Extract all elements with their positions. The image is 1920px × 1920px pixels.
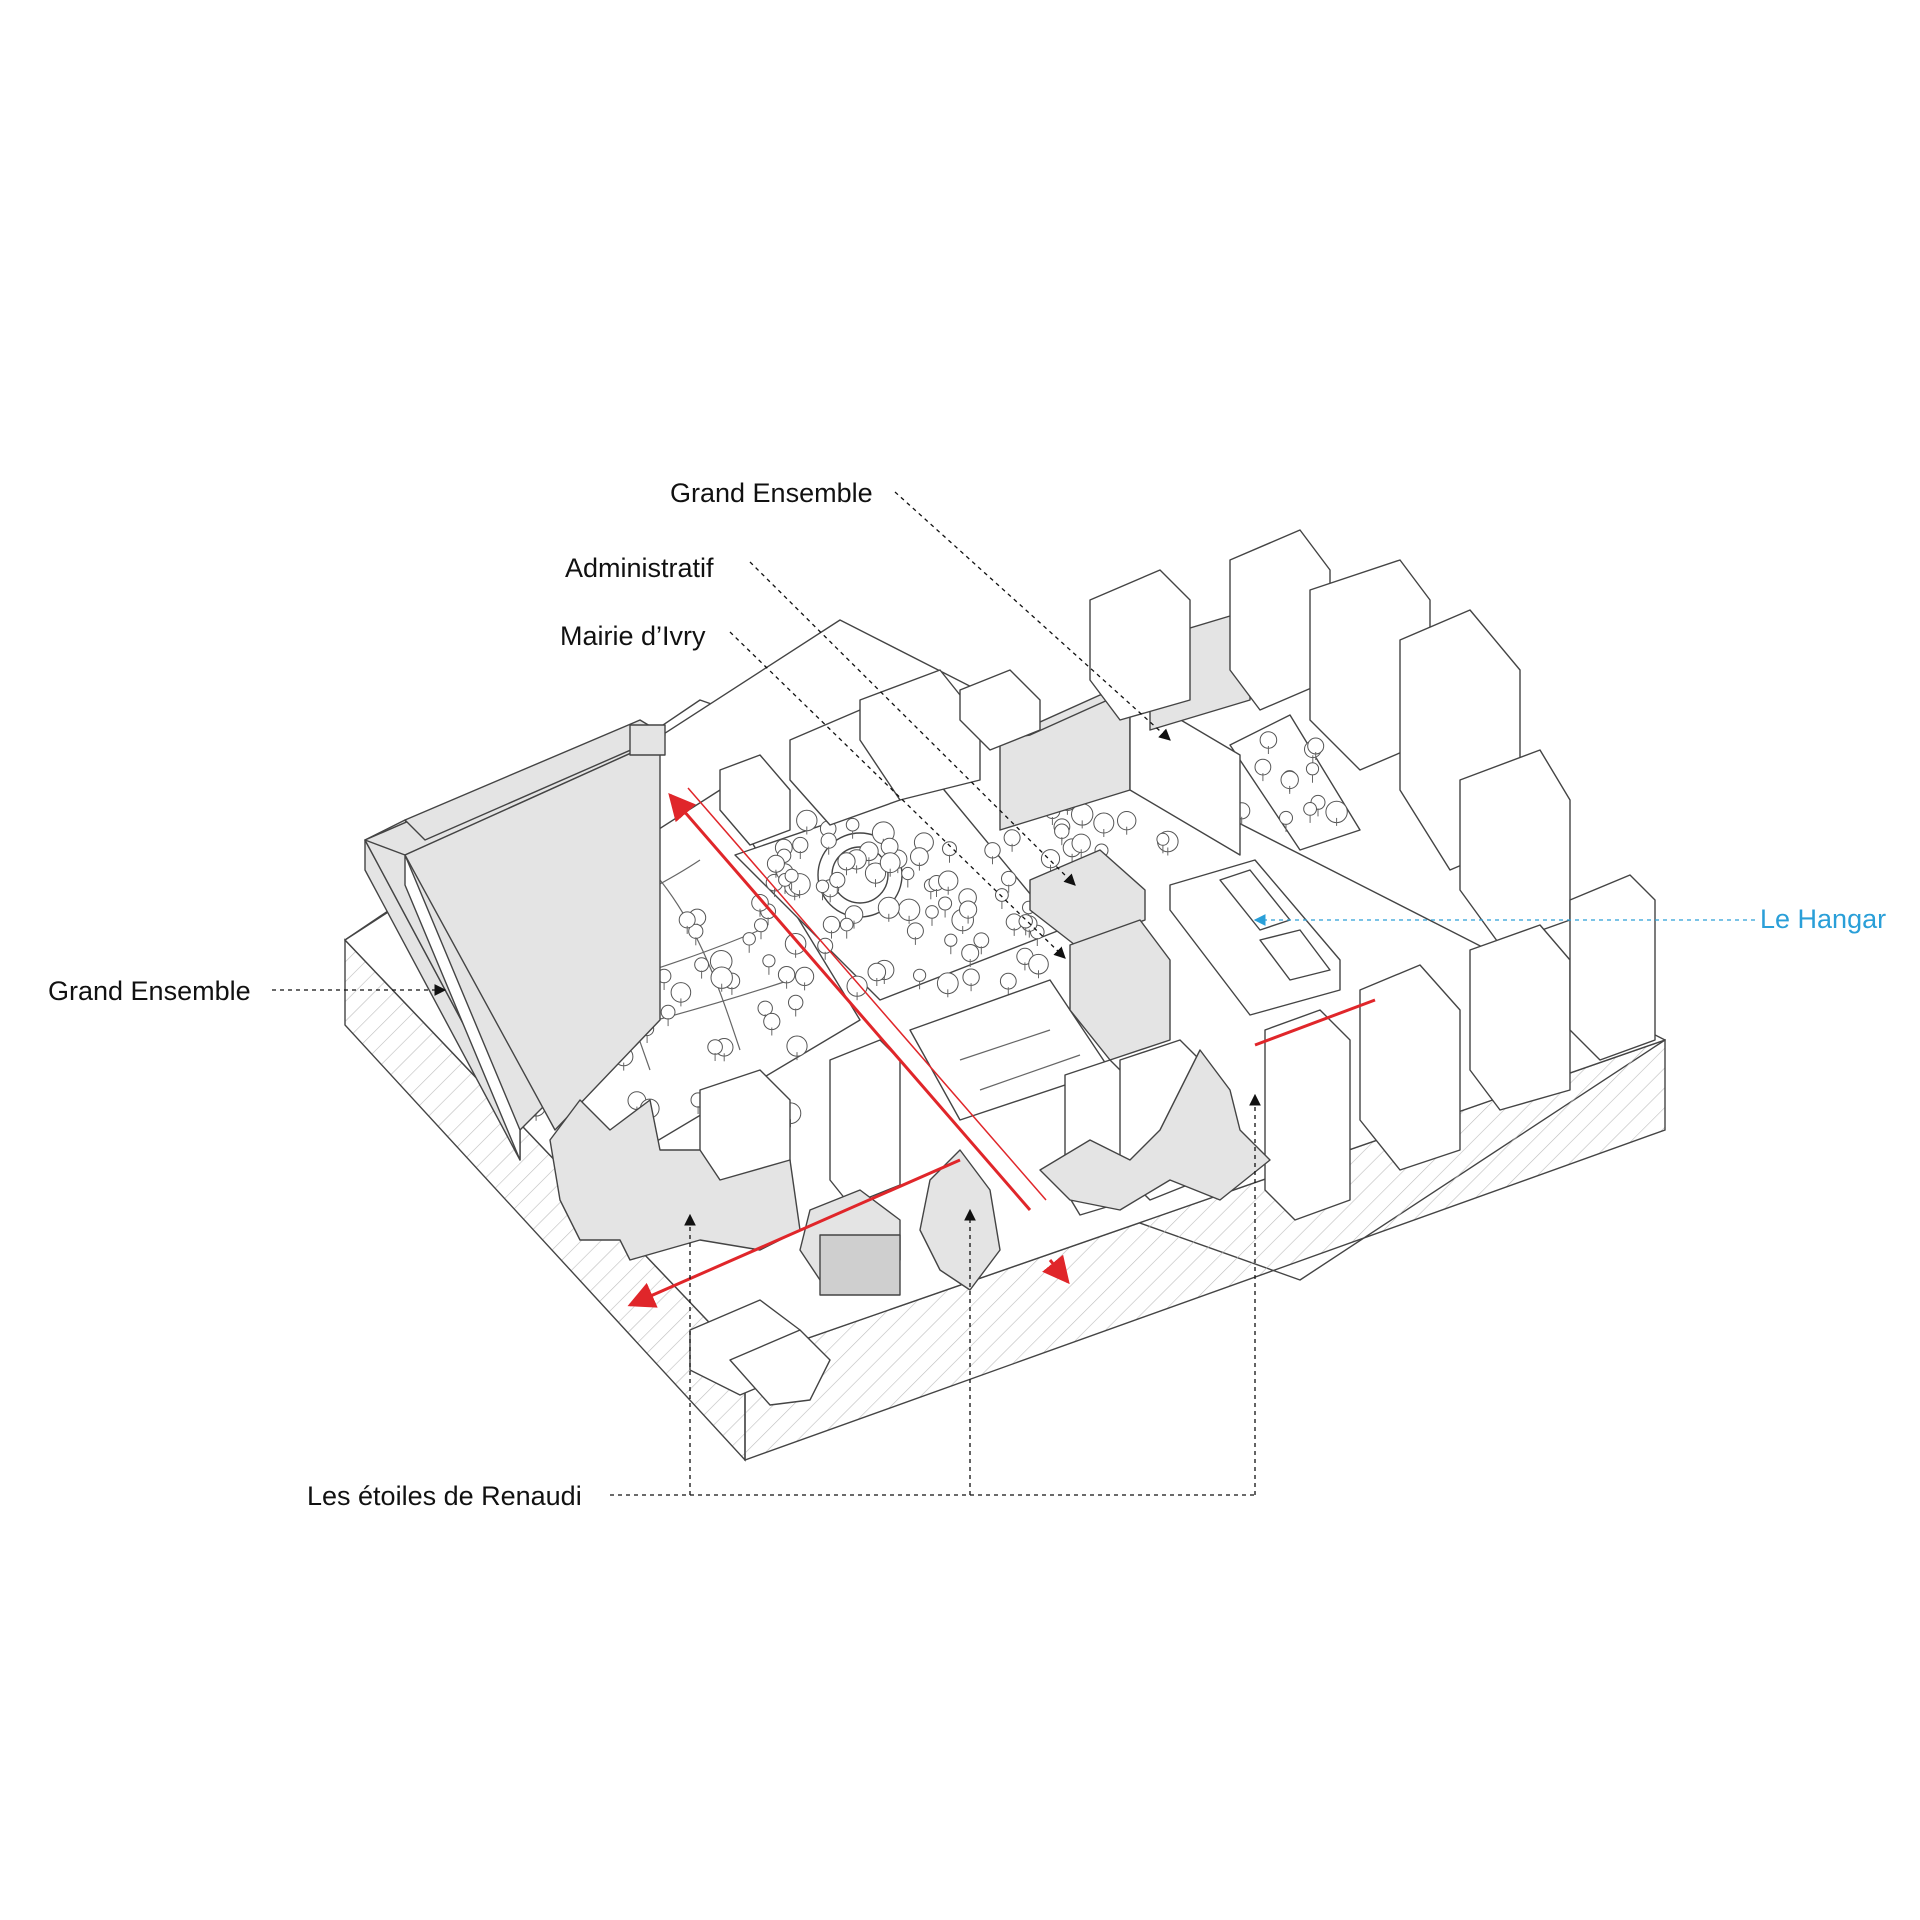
tree xyxy=(788,994,804,1011)
tree xyxy=(1003,829,1021,847)
leader-lines xyxy=(272,491,1755,1496)
tree xyxy=(792,836,809,854)
tree xyxy=(742,932,756,946)
tree xyxy=(1156,832,1170,846)
route-north-south xyxy=(668,792,1032,1211)
tree xyxy=(901,866,915,881)
tree xyxy=(845,817,860,832)
tree xyxy=(820,832,837,849)
leader-mairie xyxy=(729,631,1066,959)
tree xyxy=(961,944,980,962)
tree xyxy=(1303,802,1317,816)
tree xyxy=(1001,870,1017,887)
tree xyxy=(1279,810,1293,825)
building-front-left xyxy=(689,1299,831,1406)
label-le-hangar: Le Hangar xyxy=(1760,904,1886,934)
tree xyxy=(822,915,841,934)
tree xyxy=(938,896,953,911)
tree xyxy=(999,972,1017,990)
tree xyxy=(1305,762,1320,776)
tree xyxy=(839,917,854,932)
tree xyxy=(815,879,830,893)
tree xyxy=(1054,823,1070,839)
tree xyxy=(784,868,799,883)
etoiles-de-renaudi-east xyxy=(1039,1049,1271,1211)
building-cluster-top-right xyxy=(1089,529,1571,946)
route-east xyxy=(1254,998,1376,1047)
tree xyxy=(906,922,924,940)
tree xyxy=(763,1012,781,1031)
red-routes xyxy=(627,787,1376,1308)
tree xyxy=(913,968,927,982)
building-cluster-top xyxy=(719,669,1041,846)
label-grand-ensemble-top: Grand Ensemble xyxy=(670,478,873,508)
tree xyxy=(995,888,1009,902)
tree xyxy=(777,966,796,984)
tree xyxy=(973,932,990,949)
label-grand-ensemble-left: Grand Ensemble xyxy=(48,976,251,1006)
tree xyxy=(925,905,939,919)
parking-area xyxy=(909,979,1111,1121)
building-administratif xyxy=(1029,849,1171,1061)
tree xyxy=(984,842,1001,859)
tree xyxy=(1254,758,1272,776)
tree xyxy=(942,841,957,857)
route-south-west xyxy=(627,1158,961,1308)
tree xyxy=(962,968,980,986)
tree xyxy=(1307,737,1325,755)
etoiles-de-renaudi-west xyxy=(549,1099,801,1261)
building-towers-right xyxy=(1264,874,1656,1221)
tree xyxy=(944,933,958,947)
label-etoiles: Les étoiles de Renaudi xyxy=(307,1481,582,1511)
tree xyxy=(1018,914,1033,929)
tree xyxy=(660,1004,676,1020)
building-slab-left xyxy=(364,719,666,1161)
tree xyxy=(678,911,696,929)
leader-grand-ensemble-top xyxy=(894,491,1171,741)
tree xyxy=(762,954,776,968)
tree xyxy=(829,871,846,889)
tree xyxy=(754,918,768,933)
label-administratif: Administratif xyxy=(565,553,714,583)
buildings xyxy=(364,529,1656,1406)
tree xyxy=(707,1039,723,1055)
labels: Grand Ensemble Administratif Mairie d’Iv… xyxy=(48,478,1886,1511)
tree xyxy=(1259,731,1278,749)
tree xyxy=(694,957,709,972)
label-mairie: Mairie d’Ivry xyxy=(560,621,706,651)
tree xyxy=(766,854,785,873)
etoiles-de-renaudi-center xyxy=(799,1149,1001,1296)
